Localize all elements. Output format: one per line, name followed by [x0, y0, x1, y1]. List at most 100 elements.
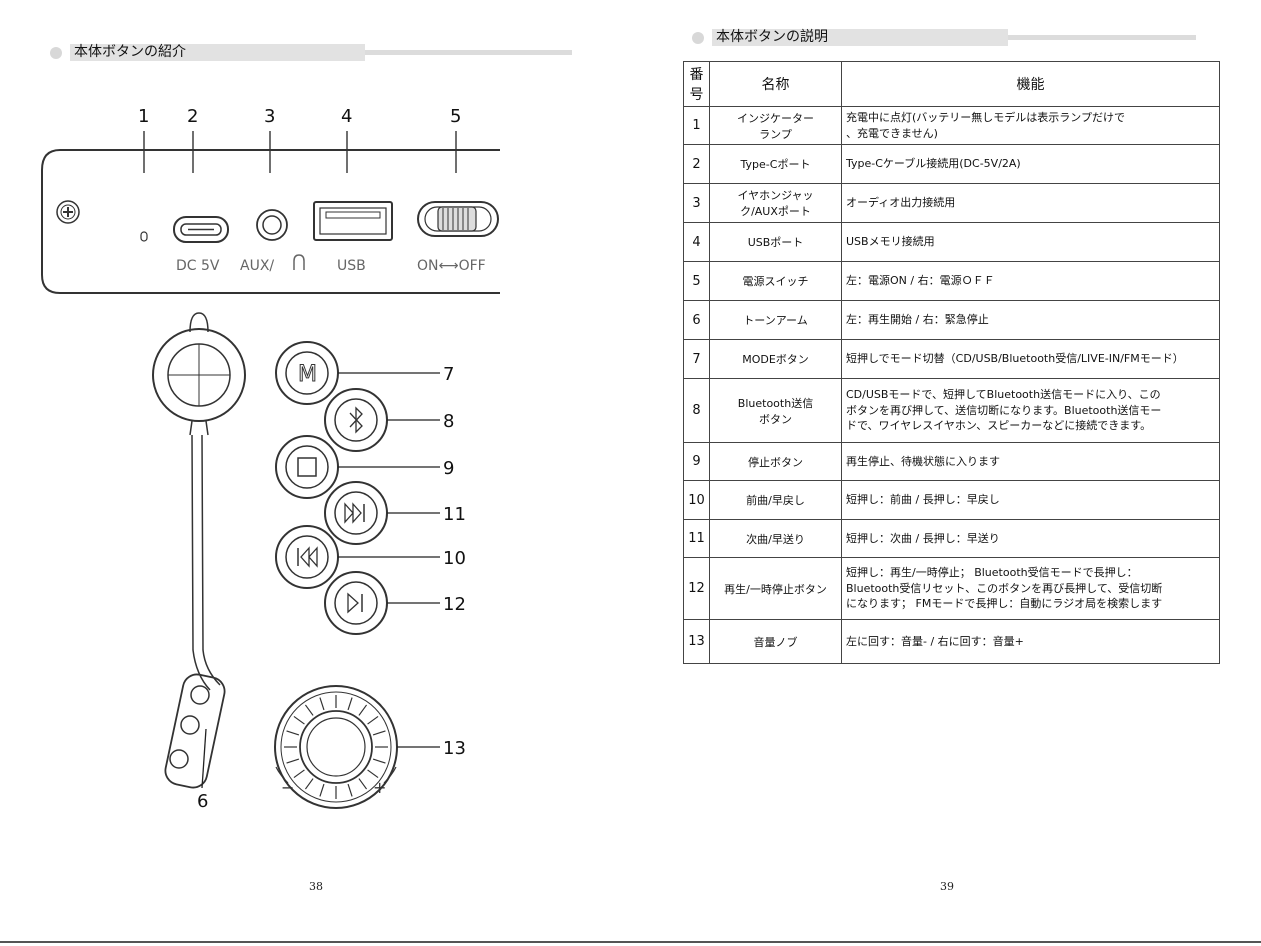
panel-number-1: 1: [138, 106, 149, 127]
knob-tick: [293, 769, 305, 779]
port-label-on-off: ON⟷OFF: [417, 258, 486, 274]
bullet-dot: [692, 31, 704, 44]
knob-tick: [358, 704, 368, 716]
left-heading-label: 本体ボタンの紹介: [70, 44, 365, 61]
rear-panel: [41, 149, 500, 294]
knob-tick: [319, 783, 325, 797]
leader-line-6: [201, 728, 207, 789]
table-header-row: 番号 名称 機能: [683, 61, 1220, 107]
row-number: 11: [683, 519, 710, 558]
device-diagram: 1 2 3 4 5: [41, 106, 500, 812]
headphone-icon: [293, 254, 305, 270]
usb-port-icon: [313, 201, 393, 241]
row-function: オーディオ出力接続用: [841, 183, 1220, 223]
callout-7: 7: [443, 364, 454, 385]
svg-text:M: M: [298, 362, 317, 387]
callout-10: 10: [443, 548, 466, 569]
callout-6: 6: [197, 791, 208, 812]
type-c-port-icon: [173, 216, 229, 243]
next-track-button-icon: [324, 481, 388, 545]
knob-tick: [347, 783, 353, 797]
knob-tick: [319, 697, 325, 711]
row-number: 2: [683, 144, 710, 184]
heading-bar: [1008, 35, 1196, 40]
bluetooth-button-icon: [324, 388, 388, 452]
volume-minus-sign: −: [281, 778, 294, 797]
row-number: 10: [683, 480, 710, 520]
callout-9: 9: [443, 458, 454, 479]
aux-port-icon: [256, 209, 288, 241]
knob-tick: [347, 697, 353, 711]
row-function: Type-Cケーブル接続用(DC-5V/2A): [841, 144, 1220, 184]
callout-11: 11: [443, 504, 466, 525]
mode-button-icon: M: [275, 341, 339, 405]
row-name: 前曲/早戻し: [709, 480, 842, 520]
row-function: CD/USBモードで、短押してBluetooth送信モードに入り、この ボタンを…: [841, 378, 1220, 443]
row-number: 7: [683, 339, 710, 379]
bullet-dot: [50, 46, 62, 59]
row-function: 左に回す：音量- / 右に回す：音量+: [841, 619, 1220, 664]
page-number-right: 39: [940, 880, 954, 893]
page-number-left: 38: [309, 880, 323, 893]
header-number: 番号: [683, 61, 710, 107]
row-name: イヤホンジャッ ク/AUXポート: [709, 183, 842, 223]
row-name: Type-Cポート: [709, 144, 842, 184]
knob-tick: [358, 778, 368, 790]
port-label-dc5v: DC 5V: [176, 258, 220, 274]
row-function: 短押し：次曲 / 長押し：早送り: [841, 519, 1220, 558]
panel-leader-lines: [143, 131, 457, 173]
header-function: 機能: [841, 61, 1220, 107]
port-label-aux: AUX/: [240, 258, 274, 274]
row-function: 充電中に点灯(バッテリー無しモデルは表示ランプだけで 、充電できません): [841, 106, 1220, 145]
row-number: 8: [683, 378, 710, 443]
panel-number-4: 4: [341, 106, 352, 127]
row-name: Bluetooth送信 ボタン: [709, 378, 842, 443]
indicator-lamp-icon: [140, 231, 148, 242]
row-function: USBメモリ接続用: [841, 222, 1220, 262]
knob-tick: [304, 704, 314, 716]
callout-13: 13: [443, 738, 466, 759]
previous-track-button-icon: [275, 525, 339, 589]
power-switch-icon: [417, 201, 499, 237]
row-name: 再生/一時停止ボタン: [709, 557, 842, 620]
knob-tick: [372, 758, 386, 764]
row-name: MODEボタン: [709, 339, 842, 379]
row-name: インジケーター ランプ: [709, 106, 842, 145]
row-number: 5: [683, 261, 710, 301]
panel-number-3: 3: [264, 106, 275, 127]
panel-number-2: 2: [187, 106, 198, 127]
screw-icon: [56, 200, 80, 224]
row-function: 再生停止、待機状態に入ります: [841, 442, 1220, 481]
left-section-heading: 本体ボタンの紹介: [50, 44, 572, 61]
row-number: 12: [683, 557, 710, 620]
stop-button-icon: [275, 435, 339, 499]
knob-tick: [304, 778, 314, 790]
volume-knob-icon: [274, 685, 398, 809]
row-number: 4: [683, 222, 710, 262]
row-name: 音量ノブ: [709, 619, 842, 664]
knob-tick: [367, 715, 379, 725]
right-section-heading: 本体ボタンの説明: [692, 29, 1196, 46]
volume-plus-sign: +: [373, 778, 386, 797]
row-number: 3: [683, 183, 710, 223]
play-pause-button-icon: [324, 571, 388, 635]
row-number: 6: [683, 300, 710, 340]
row-function: 左：電源ON / 右：電源ＯＦＦ: [841, 261, 1220, 301]
port-label-usb: USB: [337, 258, 366, 274]
row-number: 1: [683, 106, 710, 145]
knob-tick: [367, 769, 379, 779]
row-function: 左：再生開始 / 右：緊急停止: [841, 300, 1220, 340]
